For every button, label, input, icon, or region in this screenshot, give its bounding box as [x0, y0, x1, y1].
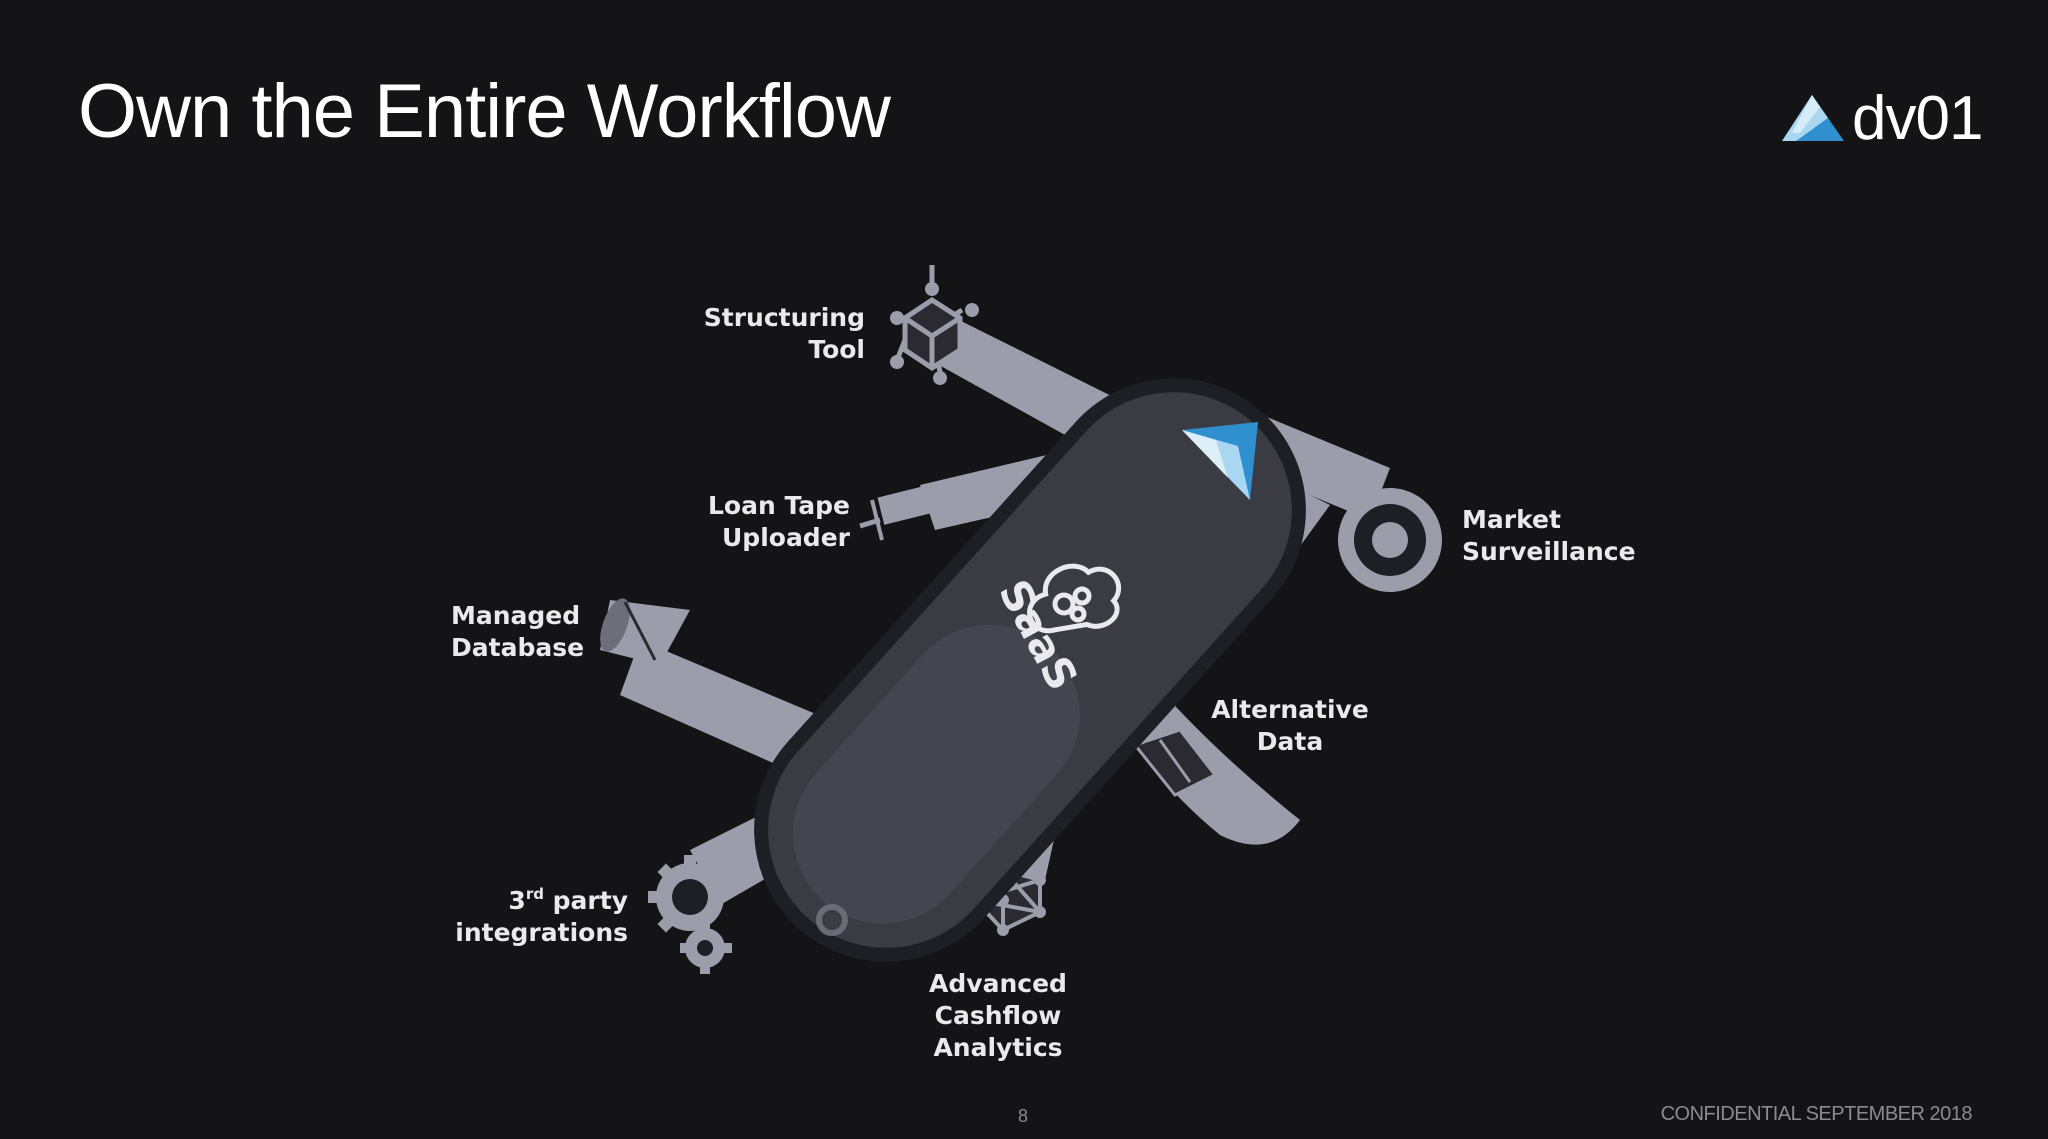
box-icon	[1132, 728, 1218, 797]
label-structuring-tool: Structuring Tool	[703, 303, 865, 364]
syringe-icon	[859, 483, 943, 541]
third-party-integrations-arm	[648, 800, 815, 974]
handle-logo-icon	[1182, 422, 1258, 500]
dv01-logo: dv01	[1782, 84, 1983, 153]
slide-title: Own the Entire Workflow	[78, 69, 891, 154]
logo-text: dv01	[1852, 83, 1983, 153]
cube-network-icon	[894, 265, 964, 373]
label-alternative-data: Alternative Data	[1211, 695, 1369, 756]
cloud-icon	[1027, 563, 1122, 634]
managed-database-arm	[600, 598, 830, 775]
confidential-footer: CONFIDENTIAL SEPTEMBER 2018	[1660, 1103, 1973, 1125]
page-number: 8	[1018, 1106, 1029, 1126]
gears-icon	[648, 855, 732, 974]
label-advanced-cashflow-analytics: Advanced Cashflow Analytics	[929, 969, 1067, 1062]
label-market-surveillance: Market Surveillance	[1462, 505, 1636, 566]
label-loan-tape-uploader: Loan Tape Uploader	[707, 491, 850, 552]
database-cylinder-icon	[600, 598, 690, 665]
knife-handle: SaaS	[754, 378, 1306, 962]
label-third-party-integrations: 3rd party integrations	[455, 885, 628, 947]
dv01-triangle-icon	[1782, 95, 1844, 141]
label-managed-database: Managed Database	[451, 601, 585, 662]
